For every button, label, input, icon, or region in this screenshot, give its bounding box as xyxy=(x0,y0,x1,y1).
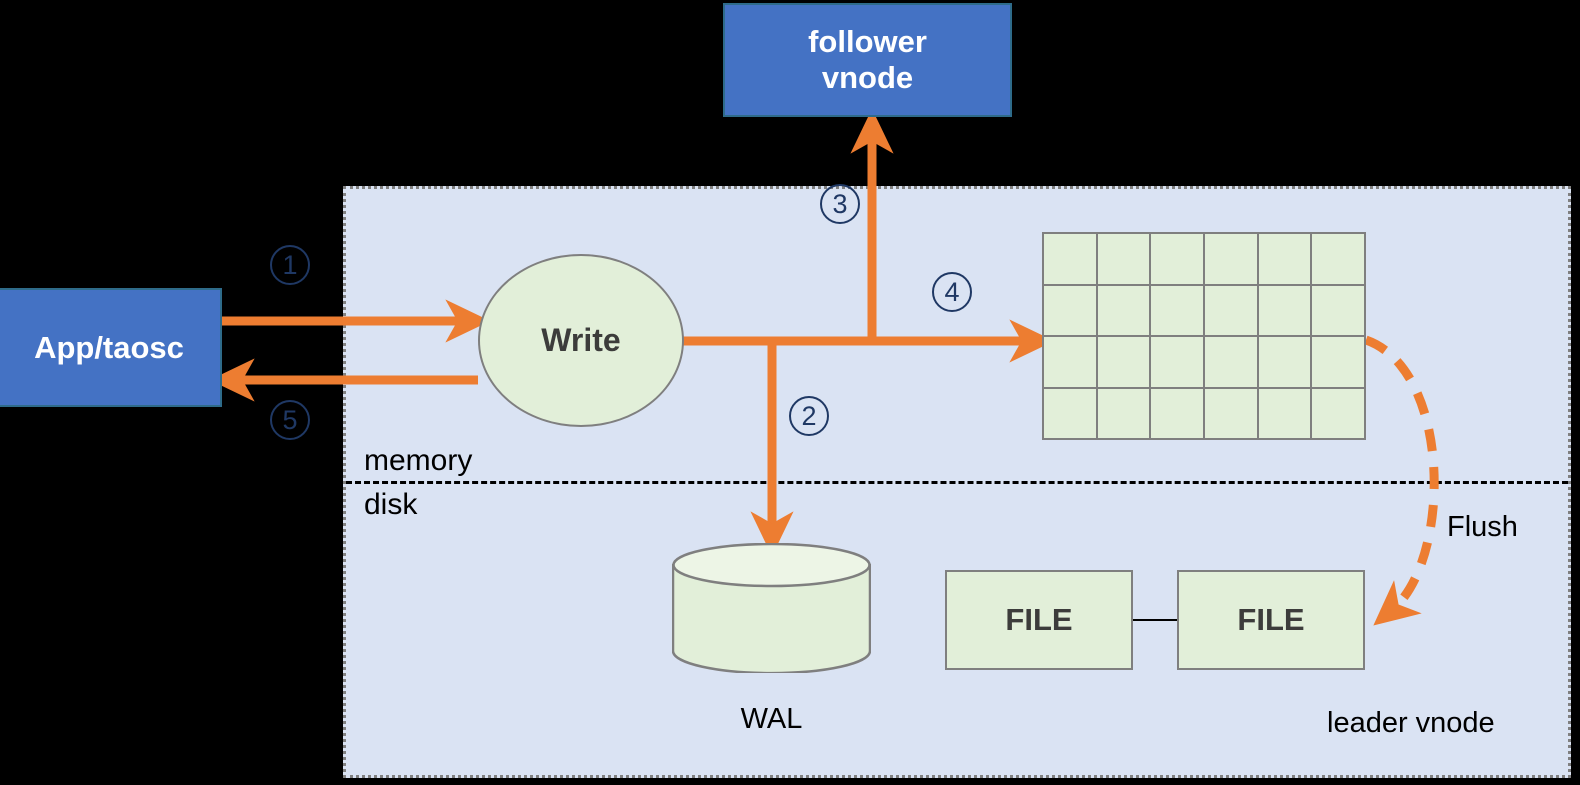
step-number-1: 1 xyxy=(270,245,310,285)
memtable-cell xyxy=(1151,337,1203,387)
memtable-cell xyxy=(1097,285,1150,335)
node-memtable-grid[interactable] xyxy=(1042,232,1366,440)
node-wal-cylinder[interactable] xyxy=(672,543,871,673)
label-flush: Flush xyxy=(1447,511,1518,543)
memtable-cell xyxy=(1151,285,1203,335)
node-file-2[interactable]: FILE xyxy=(1177,570,1365,670)
memory-disk-divider xyxy=(346,481,1568,484)
memtable-cell xyxy=(1312,234,1364,284)
label-disk: disk xyxy=(364,488,418,521)
step-number-5: 5 xyxy=(270,400,310,440)
follower-vnode-label-line1: follower xyxy=(808,24,927,60)
file-1-label: FILE xyxy=(1005,602,1073,637)
wal-label: WAL xyxy=(740,703,803,735)
file-connector-line xyxy=(1133,619,1177,621)
memtable-cell xyxy=(1097,337,1150,387)
memtable-cell xyxy=(1258,337,1311,387)
memtable-cell xyxy=(1044,337,1096,387)
label-leader-vnode: leader vnode xyxy=(1327,707,1495,739)
memtable-cell xyxy=(1044,388,1096,438)
memtable-cell xyxy=(1205,337,1257,387)
memtable-cell xyxy=(1258,388,1311,438)
memtable-cell xyxy=(1312,285,1364,335)
wal-cylinder-body xyxy=(672,563,871,673)
memtable-cell xyxy=(1151,234,1203,284)
label-memory: memory xyxy=(364,444,473,477)
memtable-cell xyxy=(1205,234,1257,284)
node-write[interactable]: Write xyxy=(478,254,684,427)
wal-cylinder-top xyxy=(672,543,871,588)
memtable-cell xyxy=(1097,234,1150,284)
memtable-cell xyxy=(1151,388,1203,438)
memtable-cell xyxy=(1312,337,1364,387)
write-label: Write xyxy=(541,322,621,358)
memtable-cell xyxy=(1044,234,1096,284)
memtable-cell xyxy=(1097,388,1150,438)
memtable-cell xyxy=(1205,388,1257,438)
step-number-2: 2 xyxy=(789,396,829,436)
memtable-cell xyxy=(1258,285,1311,335)
file-2-label: FILE xyxy=(1237,602,1305,637)
app-taosc-label: App/taosc xyxy=(34,329,184,365)
node-file-1[interactable]: FILE xyxy=(945,570,1133,670)
node-follower-vnode[interactable]: follower vnode xyxy=(723,3,1012,117)
step-number-3: 3 xyxy=(820,184,860,224)
step-number-4: 4 xyxy=(932,272,972,312)
memtable-cell xyxy=(1312,388,1364,438)
follower-vnode-label-line2: vnode xyxy=(821,60,914,95)
memtable-cell xyxy=(1044,285,1096,335)
memtable-cell xyxy=(1258,234,1311,284)
node-app-taosc[interactable]: App/taosc xyxy=(0,288,222,407)
memtable-cell xyxy=(1205,285,1257,335)
